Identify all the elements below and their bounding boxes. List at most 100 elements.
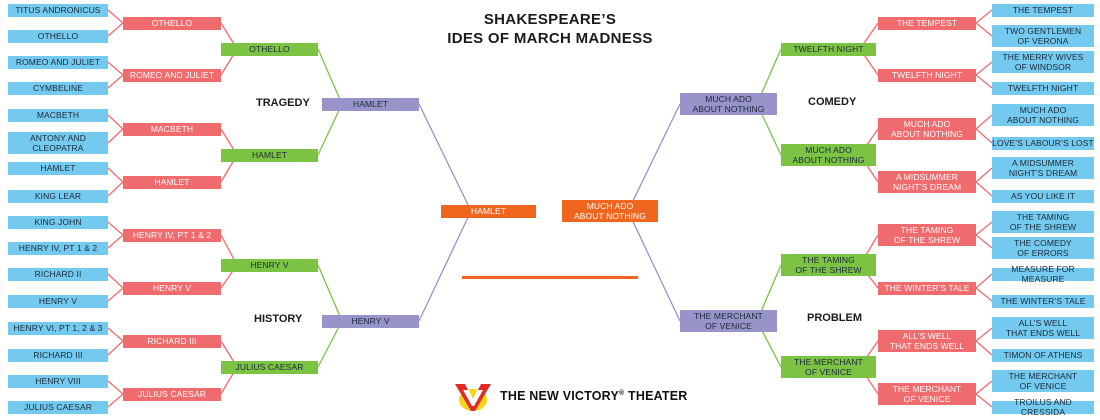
- connector-right-r1: [975, 114, 993, 130]
- left-round1-team: TITUS ANDRONICUS: [8, 3, 108, 17]
- connector-left-r3: [317, 48, 343, 105]
- connector-right-r1: [975, 61, 993, 76]
- right-round1-team: THE TEMPEST: [992, 3, 1094, 17]
- connector-right-r1: [975, 221, 993, 236]
- left-round1-team: JULIUS CAESAR: [8, 400, 108, 414]
- right-round1-team: MEASURE FOR MEASURE: [992, 264, 1094, 284]
- connector-left-r1: [107, 380, 124, 395]
- title-line-1: SHAKESPEARE’S: [483, 11, 617, 28]
- right-round1-team: THE MERCHANT OF VENICE: [992, 370, 1094, 392]
- left-finalist: HAMLET: [441, 204, 536, 218]
- left-round2-team: MACBETH: [123, 122, 221, 136]
- connector-left-r1: [107, 128, 124, 144]
- connector-right-r1: [975, 380, 993, 395]
- connector-right-r1: [975, 22, 993, 37]
- left-round1-team: HENRY V: [8, 294, 108, 308]
- right-round2-team: ALL’S WELL THAT ENDS WELL: [878, 330, 976, 352]
- left-round3-team: JULIUS CAESAR: [221, 360, 318, 374]
- connector-left-sf: [418, 210, 472, 322]
- left-round1-team: RICHARD III: [8, 348, 108, 362]
- right-round2-team: THE TEMPEST: [878, 16, 976, 30]
- connector-left-r1: [107, 340, 124, 356]
- connector-left-r1: [107, 9, 124, 24]
- right-round3-team: THE TAMING OF THE SHREW: [781, 254, 876, 276]
- champion-line: [462, 276, 638, 279]
- right-round1-team: A MIDSUMMER NIGHT’S DREAM: [992, 157, 1094, 179]
- theater-name: THE NEW VICTORY® THEATER: [500, 389, 688, 403]
- left-round1-team: KING LEAR: [8, 189, 108, 203]
- left-round2-team: RICHARD III: [123, 334, 221, 348]
- left-round2-team: HENRY V: [123, 281, 221, 295]
- title-line-2: IDES OF MARCH MADNESS: [447, 30, 653, 47]
- connector-left-r1: [107, 22, 124, 37]
- right-round1-team: TWO GENTLEMEN OF VERONA: [992, 25, 1094, 47]
- connector-left-r1: [107, 181, 124, 197]
- left-round1-team: HENRY IV, PT 1 & 2: [8, 241, 108, 255]
- left-round2-team: ROMEO AND JULIET: [123, 68, 221, 82]
- left-semifinal-team: HAMLET: [322, 97, 419, 111]
- left-round1-team: RICHARD II: [8, 267, 108, 281]
- right-round1-team: AS YOU LIKE IT: [992, 189, 1094, 203]
- new-victory-logo-icon: [455, 384, 491, 411]
- left-round1-team: OTHELLO: [8, 29, 108, 43]
- right-round3-team: TWELFTH NIGHT: [781, 42, 876, 56]
- right-semifinal-team: MUCH ADO ABOUT NOTHING: [680, 93, 777, 115]
- right-round1-team: TWELFTH NIGHT: [992, 81, 1094, 95]
- right-round2-team: THE MERCHANT OF VENICE: [878, 383, 976, 405]
- left-round3-team: OTHELLO: [221, 42, 318, 56]
- theater-logo: THE NEW VICTORY® THEATER: [452, 380, 688, 412]
- connector-right-r1: [975, 273, 993, 289]
- connector-left-r1: [107, 327, 124, 342]
- left-semifinal-team: HENRY V: [322, 314, 419, 328]
- connector-right-r1: [975, 234, 993, 249]
- connector-left-r1: [107, 221, 124, 236]
- left-round2-team: OTHELLO: [123, 16, 221, 30]
- connector-left-sf: [418, 103, 472, 212]
- connector-left-r3: [317, 320, 343, 368]
- left-round1-team: HENRY VI, PT 1, 2 & 3: [8, 321, 108, 335]
- left-round1-team: KING JOHN: [8, 215, 108, 229]
- connector-right-r1: [975, 9, 993, 24]
- right-semifinal-team: THE MERCHANT OF VENICE: [680, 310, 777, 332]
- right-round2-team: THE TAMING OF THE SHREW: [878, 224, 976, 246]
- category-problem: PROBLEM: [807, 312, 862, 324]
- left-round3-team: HENRY V: [221, 258, 318, 272]
- connector-right-r1: [975, 327, 993, 342]
- connector-right-r1: [975, 287, 993, 302]
- connector-right-r1: [975, 128, 993, 144]
- connector-left-r1: [107, 167, 124, 183]
- right-round1-team: THE WINTER’S TALE: [992, 294, 1094, 308]
- right-finalist: MUCH ADO ABOUT NOTHING: [562, 200, 658, 222]
- connector-right-r1: [975, 181, 993, 197]
- right-round2-team: A MIDSUMMER NIGHT’S DREAM: [878, 171, 976, 193]
- right-round2-team: TWELFTH NIGHT: [878, 68, 976, 82]
- left-round2-team: JULIUS CAESAR: [123, 387, 221, 401]
- left-round1-team: ROMEO AND JULIET: [8, 55, 108, 69]
- connector-left-r1: [107, 287, 124, 302]
- category-tragedy: TRAGEDY: [256, 97, 310, 109]
- right-round1-team: LOVE’S LABOUR’S LOST: [992, 136, 1094, 150]
- page-title: SHAKESPEARE’S IDES OF MARCH MADNESS: [430, 10, 670, 48]
- connector-right-r1: [975, 340, 993, 356]
- connector-left-r1: [107, 61, 124, 76]
- right-round1-team: THE TAMING OF THE SHREW: [992, 211, 1094, 233]
- left-round1-team: HENRY VIII: [8, 374, 108, 388]
- right-round1-team: MUCH ADO ABOUT NOTHING: [992, 104, 1094, 126]
- connector-left-r3: [317, 103, 343, 156]
- left-round1-team: HAMLET: [8, 161, 108, 175]
- connector-left-r1: [107, 393, 124, 408]
- connector-left-r1: [107, 74, 124, 89]
- category-history: HISTORY: [254, 313, 303, 325]
- category-comedy: COMEDY: [808, 96, 857, 108]
- right-round3-team: MUCH ADO ABOUT NOTHING: [781, 144, 876, 166]
- connector-left-r1: [107, 273, 124, 289]
- left-round3-team: HAMLET: [221, 148, 318, 162]
- left-round1-team: ANTONY AND CLEOPATRA: [8, 132, 108, 154]
- connector-right-sf: [627, 103, 681, 212]
- right-round2-team: MUCH ADO ABOUT NOTHING: [878, 118, 976, 140]
- left-round2-team: HAMLET: [123, 175, 221, 189]
- connector-right-r1: [975, 393, 993, 408]
- connector-right-sf: [627, 210, 681, 322]
- right-round3-team: THE MERCHANT OF VENICE: [781, 356, 876, 378]
- connector-left-r3: [317, 264, 343, 322]
